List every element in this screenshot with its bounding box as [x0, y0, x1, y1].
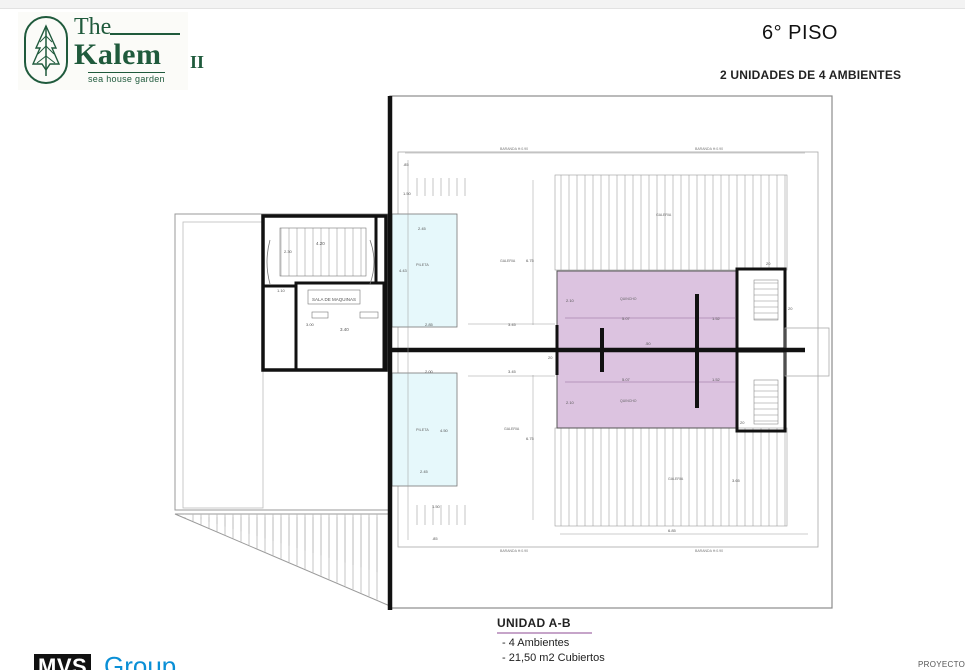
quincho-top: [556, 270, 738, 350]
stair-left: [279, 227, 367, 277]
label-galeria-top-right: GALERIA: [656, 213, 672, 217]
brand-logo: MVS Group: [30, 650, 220, 670]
dim-20-right: 20: [788, 306, 793, 311]
dim-150-top: 1.50: [403, 191, 412, 196]
dim-340: 3.40: [340, 327, 349, 332]
label-baranda-top-2: BARANDA H:0.90: [695, 147, 723, 151]
logo-kalem: Kalem: [74, 38, 162, 71]
label-baranda-bottom-1: BARANDA H:0.90: [500, 549, 528, 553]
unit-line-ambientes: - 4 Ambientes: [502, 637, 570, 649]
pool-bottom: [391, 372, 458, 487]
dim-50: .50: [645, 341, 651, 346]
dim-675-top: 6.75: [526, 258, 535, 263]
logo-number: II: [190, 52, 205, 72]
label-sala-maquinas: SALA DE MAQUINAS: [312, 297, 356, 302]
unit-line-cubiertos: - 21,50 m2 Cubiertos: [502, 652, 605, 664]
floor-subtitle: 2 UNIDADES DE 4 AMBIENTES: [720, 68, 902, 82]
dim-507-top: 5.07: [622, 316, 631, 321]
pine-tree-icon: [24, 16, 68, 84]
dim-150-bottom: 1.50: [432, 504, 441, 509]
logo: The Kalem II sea house garden: [18, 12, 204, 90]
dim-675-bottom: 6.75: [526, 436, 535, 441]
dim-085-bottom: .85: [432, 536, 438, 541]
logo-the: The: [74, 14, 112, 40]
pool-top: [391, 213, 458, 328]
unit-info: UNIDAD A-B - 4 Ambientes - 21,50 m2 Cubi…: [497, 614, 605, 664]
dim-300: 3.00: [306, 322, 315, 327]
dim-685: 6.85: [668, 528, 677, 533]
dim-210-bottom: 2.10: [566, 400, 575, 405]
gallery-top-deck: [554, 174, 788, 271]
logo-rule: [110, 33, 180, 35]
dim-365: 3.65: [732, 478, 741, 483]
dim-085-top: .85: [403, 162, 409, 167]
dim-230: 2.30: [284, 249, 293, 254]
brand-prefix: MVS: [34, 654, 92, 670]
label-baranda-top-1: BARANDA H:0.90: [500, 147, 528, 151]
logo-subtitle: sea house garden: [88, 72, 165, 84]
dim-20-stair-bottom: 20: [740, 420, 745, 425]
label-galeria-top-left: GALERIA: [500, 259, 516, 263]
dim-245-bottom: 2.45: [420, 469, 429, 474]
label-pileta-bottom: PILETA: [416, 428, 429, 432]
top-strip: [0, 0, 965, 9]
dim-152-top: 1.52: [712, 316, 721, 321]
dim-285: 2.85: [425, 322, 434, 327]
dim-200: 2.00: [425, 369, 434, 374]
dim-507-bottom: 5.07: [622, 377, 631, 382]
label-pileta-top: PILETA: [416, 263, 429, 267]
dim-420: 4.20: [316, 241, 325, 246]
label-quincho-top: QUINCHO: [620, 297, 637, 301]
dim-20-center: 20: [548, 355, 553, 360]
proyecto-label: PROYECTO: [918, 660, 965, 669]
label-baranda-bottom-2: BARANDA H:0.90: [695, 549, 723, 553]
quincho-bottom: [556, 349, 738, 429]
dim-345-bottom: 3.45: [508, 369, 517, 374]
label-galeria-bottom-right: GALERIA: [668, 477, 684, 481]
dim-345-top: 3.45: [508, 322, 517, 327]
dim-152-bottom: 1.52: [712, 377, 721, 382]
unit-title: UNIDAD A-B: [497, 616, 592, 634]
floor-title: 6° PISO: [762, 22, 838, 44]
label-galeria-bottom-left: GALERIA: [504, 427, 520, 431]
dim-20-stair-top: 20: [766, 261, 771, 266]
label-quincho-bottom: QUINCHO: [620, 399, 637, 403]
dim-110: 1.10: [277, 288, 286, 293]
dim-443: 4.43: [399, 268, 408, 273]
brand-suffix: Group: [104, 651, 177, 670]
dim-245-top: 2.45: [418, 226, 427, 231]
dim-210-top: 2.10: [566, 298, 575, 303]
dim-450: 4.50: [440, 428, 449, 433]
